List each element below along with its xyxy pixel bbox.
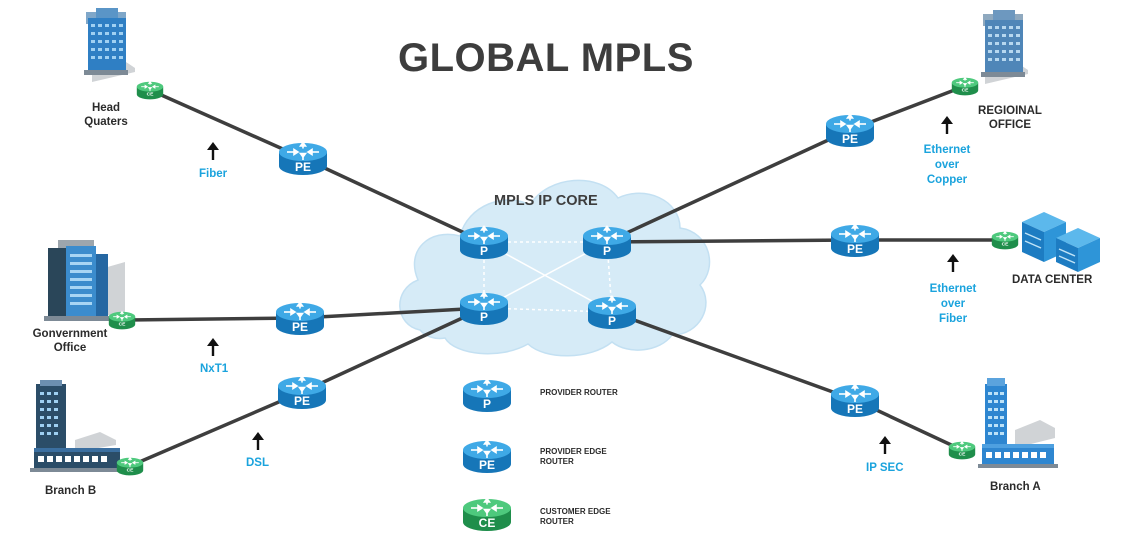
ce-router-branch-a: CE: [948, 441, 976, 460]
svg-text:CE: CE: [1002, 242, 1010, 248]
svg-text:PE: PE: [295, 160, 311, 174]
page-title: GLOBAL MPLS: [398, 36, 694, 80]
legend-label-customer-edge: CUSTOMER EDGE ROUTER: [540, 507, 611, 527]
svg-text:CE: CE: [147, 92, 155, 98]
svg-text:PE: PE: [847, 402, 863, 416]
site-label-line: OFFICE: [988, 119, 1032, 131]
link-gov-ce-pe: [123, 316, 302, 322]
pe-router-regional: PE: [825, 113, 875, 148]
ce-router-branch-b: CE: [116, 457, 144, 476]
arrow-up-icon: [877, 434, 893, 456]
svg-text:CE: CE: [962, 88, 970, 94]
pe-router-branch-b: PE: [277, 375, 327, 410]
link-label-fiber: Fiber: [199, 168, 228, 180]
building-government: [44, 240, 125, 321]
site-label-line: Gonvernment: [32, 328, 108, 340]
ce-router-hq: CE: [136, 81, 164, 100]
link-label-line: over: [940, 298, 966, 310]
pe-router-branch-a: PE: [830, 383, 880, 418]
link-label-line: Ethernet: [929, 283, 977, 295]
svg-text:P: P: [480, 244, 488, 258]
svg-text:P: P: [483, 397, 491, 411]
svg-text:P: P: [603, 244, 611, 258]
link-regional-pe-p: [605, 128, 852, 244]
link-label-ipsec: IP SEC: [866, 462, 904, 474]
legend-label-line: ROUTER: [540, 517, 574, 526]
svg-text:CE: CE: [119, 322, 127, 328]
core-label: MPLS IP CORE: [494, 193, 598, 209]
link-label-line: Ethernet: [923, 144, 971, 156]
building-branch-b: [30, 380, 124, 472]
site-label-line: Head: [91, 102, 121, 114]
svg-text:CE: CE: [959, 452, 967, 458]
svg-text:PE: PE: [294, 394, 310, 408]
site-label-branch-a: Branch A: [990, 481, 1041, 493]
svg-text:PE: PE: [847, 242, 863, 256]
legend-label-line: ROUTER: [540, 457, 574, 466]
arrow-up-icon: [250, 430, 266, 452]
building-hq: [84, 8, 135, 82]
p-router-bottom-left: P: [459, 291, 509, 326]
link-branchb-ce-pe: [128, 390, 304, 468]
link-label-line: Copper: [926, 174, 968, 186]
p-router-top-left: P: [459, 225, 509, 260]
arrow-up-icon: [205, 336, 221, 358]
legend-label-line: CUSTOMER EDGE: [540, 507, 611, 516]
site-label-line: Office: [53, 342, 87, 354]
p-router-top-right: P: [582, 225, 632, 260]
ce-router-datacenter: CE: [991, 231, 1019, 250]
link-label-line: Fiber: [938, 313, 968, 325]
legend-label-provider-edge: PROVIDER EDGE ROUTER: [540, 447, 607, 467]
link-label-ethernet-copper: Ethernet over Copper: [922, 143, 972, 188]
link-label-dsl: DSL: [246, 457, 269, 469]
link-dc-pe-p: [605, 238, 857, 244]
svg-text:CE: CE: [127, 468, 135, 474]
link-gov-pe-p: [298, 306, 486, 320]
arrow-up-icon: [945, 252, 961, 274]
p-router-bottom-right: P: [587, 295, 637, 330]
site-label-regional: REGIOINAL OFFICE: [975, 104, 1045, 132]
svg-text:P: P: [608, 314, 616, 328]
link-label-line: over: [934, 159, 960, 171]
legend-pe-router-icon: PE: [462, 439, 512, 474]
legend-label-provider: PROVIDER ROUTER: [540, 388, 618, 397]
building-regional: [981, 10, 1028, 84]
link-hq-ce-pe: [148, 88, 305, 160]
site-label-line: Quaters: [84, 116, 128, 128]
ce-router-regional: CE: [951, 77, 979, 96]
legend-label-line: PROVIDER EDGE: [540, 447, 607, 456]
site-label-hq: Head Quaters: [78, 101, 134, 129]
link-brancha-pe-p: [610, 310, 857, 402]
svg-text:PE: PE: [292, 320, 308, 334]
building-datacenter: [1022, 212, 1100, 272]
ce-router-government: CE: [108, 311, 136, 330]
legend-ce-router-icon: CE: [462, 497, 512, 532]
site-label-line: REGIOINAL: [978, 105, 1042, 117]
pe-router-datacenter: PE: [830, 223, 880, 258]
svg-text:P: P: [480, 310, 488, 324]
pe-router-hq: PE: [278, 141, 328, 176]
link-label-nxt1: NxT1: [200, 363, 229, 375]
svg-text:PE: PE: [842, 132, 858, 146]
site-label-branch-b: Branch B: [45, 485, 97, 497]
link-branchb-pe-p: [300, 306, 486, 394]
arrow-up-icon: [939, 114, 955, 136]
link-hq-pe-p: [301, 156, 486, 244]
svg-text:PE: PE: [479, 458, 495, 472]
site-label-datacenter: DATA CENTER: [1012, 274, 1093, 286]
building-branch-a: [978, 378, 1058, 468]
arrow-up-icon: [205, 140, 221, 162]
network-links: [123, 84, 1007, 468]
legend-p-router-icon: P: [462, 378, 512, 413]
svg-text:CE: CE: [479, 516, 496, 530]
pe-router-government: PE: [275, 301, 325, 336]
link-label-ethernet-fiber: Ethernet over Fiber: [928, 282, 978, 327]
site-label-government: Gonvernment Office: [32, 327, 108, 355]
